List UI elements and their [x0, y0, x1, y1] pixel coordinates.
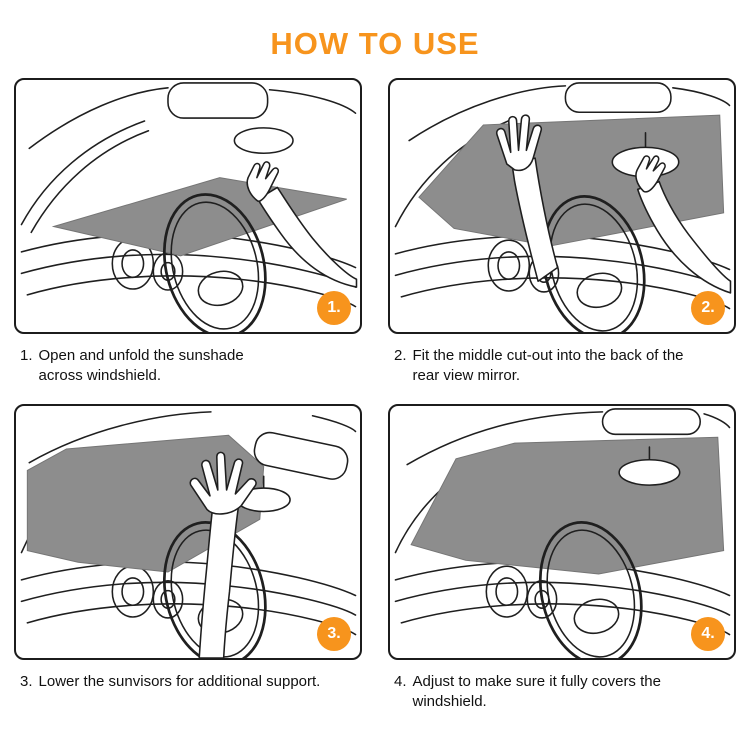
steps-grid: 1. 1. Open and unfold the sunshade acros… [12, 78, 738, 718]
step-2-caption: 2. Fit the middle cut-out into the back … [394, 346, 734, 390]
step-2-panel: 2. [388, 78, 736, 334]
step-1: 1. 1. Open and unfold the sunshade acros… [14, 78, 362, 392]
step-2-text: Fit the middle cut-out into the back of … [412, 347, 684, 385]
right-hand [635, 155, 732, 294]
windshield-frame [20, 120, 150, 234]
step-3-badge: 3. [317, 617, 351, 651]
step-2-badge: 2. [691, 291, 725, 325]
illustration-step-4 [394, 408, 731, 658]
sun-visor [253, 431, 349, 480]
steering-wheel [538, 521, 643, 658]
step-1-panel: 1. [14, 78, 362, 334]
step-3-text: Lower the sunvisors for additional suppo… [38, 673, 321, 690]
step-4-caption: 4. Adjust to make sure it fully covers t… [394, 672, 734, 716]
step-3: 3. 3. Lower the sunvisors for additional… [14, 404, 362, 718]
step-1-badge: 1. [317, 291, 351, 325]
step-1-number: 1. [20, 347, 33, 364]
illustration-step-1 [20, 82, 358, 332]
car-ceiling [408, 82, 731, 142]
illustration-step-3 [20, 411, 357, 658]
hand [189, 451, 257, 658]
steering-wheel [541, 195, 646, 332]
step-4-text: Adjust to make sure it fully covers the … [412, 673, 661, 711]
step-2-number: 2. [394, 347, 407, 364]
dashboard [20, 561, 357, 636]
illustration-step-2 [394, 82, 732, 332]
step-4: 4. 4. Adjust to make sure it fully cover… [388, 404, 736, 718]
steering-wheel [162, 193, 267, 332]
rearview-mirror [618, 446, 681, 486]
step-3-caption: 3. Lower the sunvisors for additional su… [20, 672, 360, 716]
step-1-text: Open and unfold the sunshade across wind… [38, 347, 244, 385]
car-ceiling [28, 82, 357, 155]
step-4-panel: 4. [388, 404, 736, 660]
dashboard [394, 561, 731, 636]
left-hand [495, 114, 559, 282]
car-ceiling [406, 408, 731, 466]
car-ceiling [28, 411, 357, 464]
step-1-caption: 1. Open and unfold the sunshade across w… [20, 346, 360, 390]
step-3-number: 3. [20, 673, 33, 690]
hand [246, 161, 358, 288]
page-title: HOW TO USE [270, 26, 480, 61]
step-4-number: 4. [394, 673, 407, 690]
step-3-panel: 3. [14, 404, 362, 660]
step-4-badge: 4. [691, 617, 725, 651]
sunshade [410, 436, 725, 575]
step-2: 2. 2. Fit the middle cut-out into the ba… [388, 78, 736, 392]
